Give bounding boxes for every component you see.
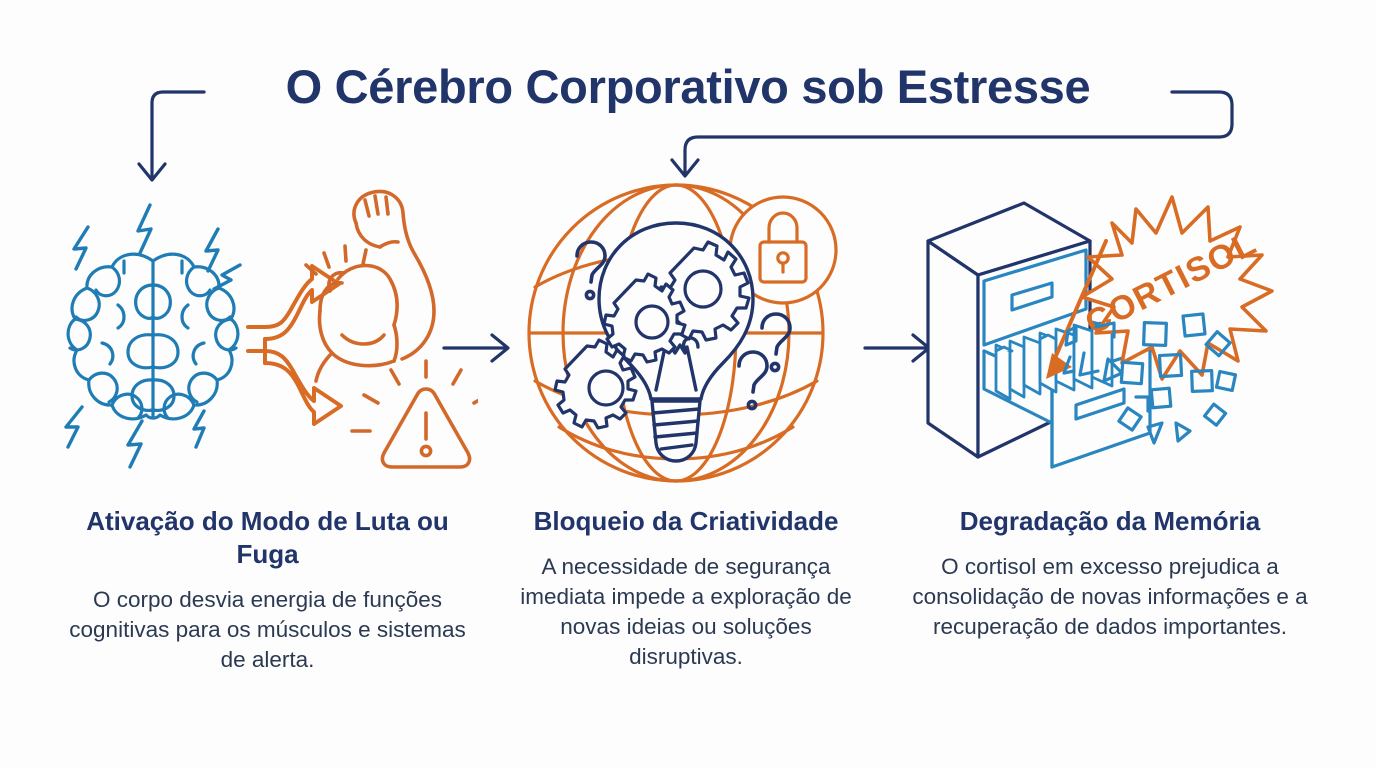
warning-triangle-icon [349,359,478,469]
scattered-fragments-icon [1062,312,1238,445]
panel-fight-or-flight: Ativação do Modo de Luta ou Fuga O corpo… [40,175,495,675]
artwork-memory-degradation: CORTISOL [880,175,1340,495]
column-body: A necessidade de segurança imediata impe… [520,554,852,669]
column-heading: Degradação da Memória [959,506,1261,536]
brain-icon [66,252,155,421]
panel-memory-degradation: CORTISOL [880,175,1340,642]
question-mark-icon [575,240,792,411]
gear-icon [553,240,751,430]
lightning-bolt-icon [63,203,242,469]
column-body: O corpo desvia energia de funções cognit… [69,587,466,672]
flexed-bicep-icon [303,189,436,383]
arrow-icon [1046,239,1108,379]
column-body: O cortisol em excesso prejudica a consol… [912,554,1308,639]
artwork-creativity-block [497,175,875,495]
column-heading: Ativação do Modo de Luta ou Fuga [86,506,449,569]
panel-creativity-block: Bloqueio da Criatividade A necessidade d… [497,175,875,672]
brain-right-hemisphere [150,252,239,421]
starburst-shape [1080,195,1274,381]
artwork-fight-or-flight [40,175,495,495]
page-title: O Cérebro Corporativo sob Estresse [285,60,1091,113]
column-heading: Bloqueio da Criatividade [533,506,839,536]
